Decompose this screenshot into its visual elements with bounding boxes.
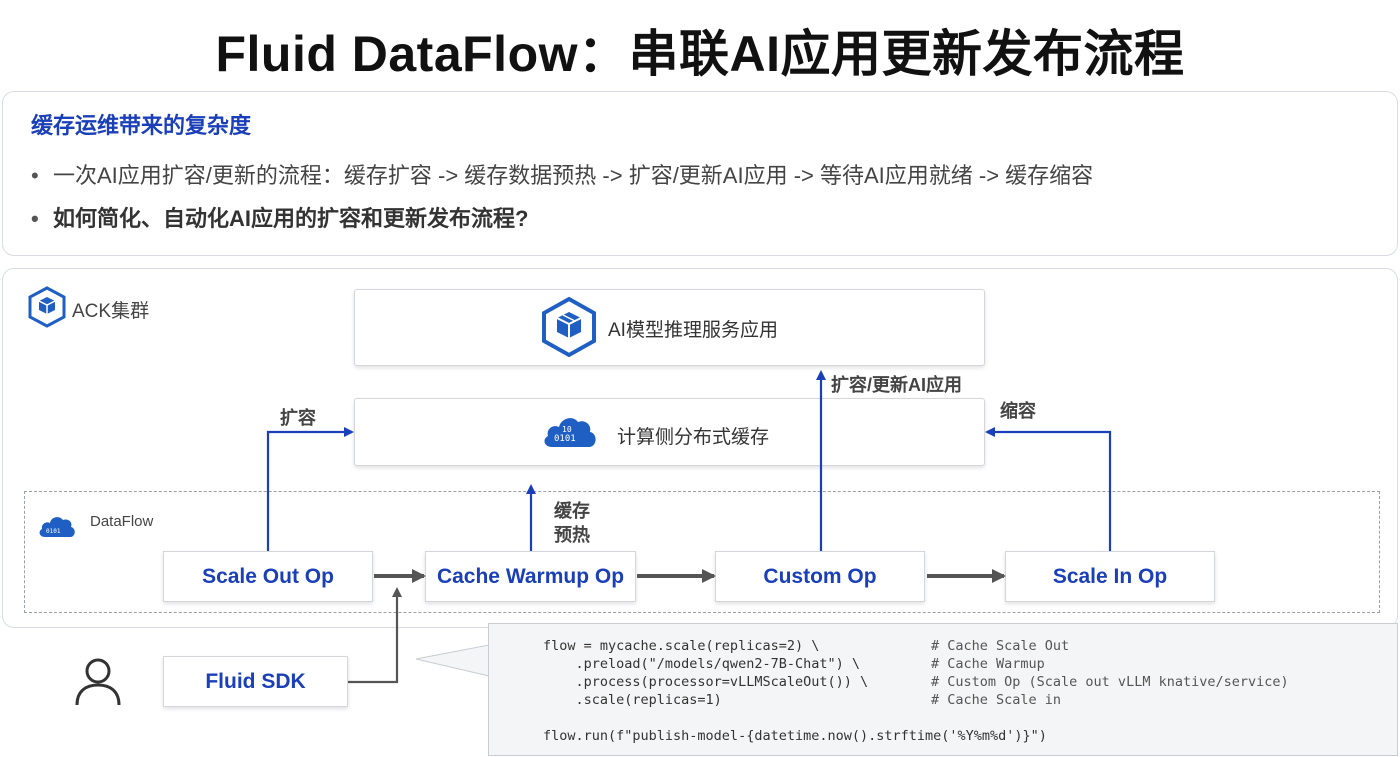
code-comment: # Cache Scale Out — [931, 638, 1070, 654]
scale-out-op-box: Scale Out Op — [163, 551, 373, 602]
inference-service-box — [354, 289, 985, 366]
ack-cluster-label: ACK集群 — [72, 301, 150, 322]
intro-panel: 缓存运维带来的复杂度 • 一次AI应用扩容/更新的流程：缓存扩容 -> 缓存数据预… — [2, 91, 1398, 256]
user-icon — [75, 658, 121, 706]
dataflow-label: DataFlow — [90, 513, 154, 530]
warmup-flow-label-line1: 缓存 — [554, 501, 590, 521]
svg-text:0101: 0101 — [46, 528, 61, 535]
fluid-sdk-box: Fluid SDK — [163, 656, 348, 707]
code-comment: # Custom Op (Scale out vLLM knative/serv… — [931, 674, 1289, 690]
bullet-item: • 一次AI应用扩容/更新的流程：缓存扩容 -> 缓存数据预热 -> 扩容/更新A… — [31, 158, 1093, 190]
bullet-dot: • — [31, 163, 39, 188]
cloud-data-icon: 0101 10 — [544, 418, 596, 447]
bullet-item: • 如何简化、自动化AI应用的扩容和更新发布流程? — [31, 201, 528, 233]
bullet-text: 一次AI应用扩容/更新的流程：缓存扩容 -> 缓存数据预热 -> 扩容/更新AI… — [53, 163, 1094, 188]
scale-in-op-box: Scale In Op — [1005, 551, 1215, 602]
code-bubble-pointer — [415, 644, 490, 677]
scale-out-flow-label: 扩容 — [280, 408, 316, 428]
cache-warmup-op-box: Cache Warmup Op — [425, 551, 636, 602]
page-title: Fluid DataFlow：串联AI应用更新发布流程 — [215, 26, 1185, 82]
warmup-flow-label-line2: 预热 — [554, 525, 590, 545]
code-line: .process(processor=vLLMScaleOut()) \ — [543, 674, 869, 690]
custom-op-box: Custom Op — [715, 551, 925, 602]
bullet-dot: • — [31, 206, 39, 231]
dataflow-cloud-icon: 0101 — [39, 517, 75, 537]
service-cube-icon — [542, 296, 596, 358]
distributed-cache-box — [354, 398, 985, 466]
svg-text:10: 10 — [562, 425, 572, 434]
ack-cube-icon — [28, 286, 66, 328]
bullet-text: 如何简化、自动化AI应用的扩容和更新发布流程? — [53, 206, 529, 231]
code-line: flow = mycache.scale(replicas=2) \ — [543, 638, 820, 654]
scale-in-flow-label: 缩容 — [1000, 401, 1036, 421]
code-line: .preload("/models/qwen2-7B-Chat") \ — [543, 656, 860, 672]
code-snippet-panel — [488, 623, 1398, 756]
code-comment: # Cache Scale in — [931, 692, 1062, 708]
code-comment: # Cache Warmup — [931, 656, 1045, 672]
code-line: flow.run(f"publish-model-{datetime.now()… — [543, 728, 1047, 744]
intro-heading: 缓存运维带来的复杂度 — [31, 113, 252, 138]
code-line: .scale(replicas=1) — [543, 692, 722, 708]
svg-text:0101: 0101 — [554, 434, 576, 444]
update-app-flow-label: 扩容/更新AI应用 — [831, 375, 963, 395]
inference-service-label: AI模型推理服务应用 — [608, 320, 778, 341]
distributed-cache-label: 计算侧分布式缓存 — [617, 427, 770, 448]
